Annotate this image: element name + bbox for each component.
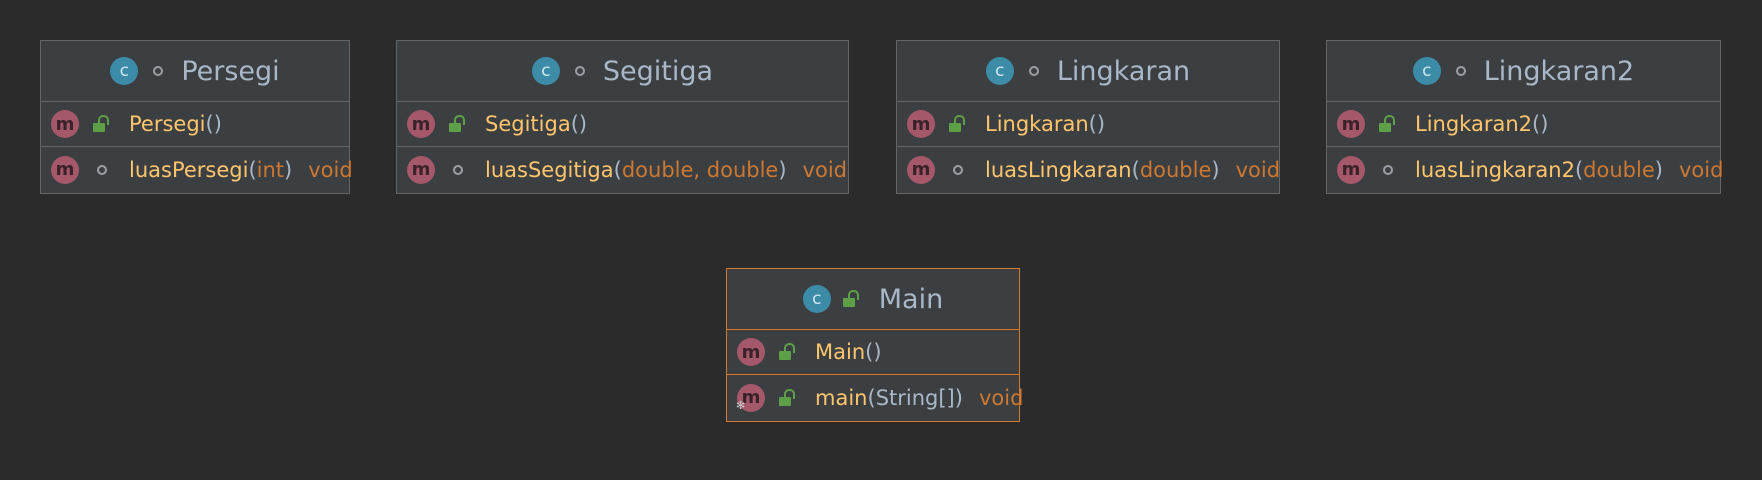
method-params: double bbox=[1139, 157, 1212, 182]
class-box-main[interactable]: c Main m Main() m ✻ main(String[])void bbox=[726, 268, 1023, 422]
package-private-icon bbox=[1028, 66, 1039, 76]
paren-open: ( bbox=[1131, 157, 1140, 182]
method-row[interactable]: m luasPersegi(int) void bbox=[41, 147, 353, 192]
class-name: Main bbox=[878, 283, 944, 315]
return-type: void bbox=[1678, 157, 1724, 182]
return-type: void bbox=[308, 157, 353, 182]
class-header: c Main bbox=[727, 269, 1019, 330]
method-params: String[] bbox=[875, 385, 955, 410]
class-icon: c bbox=[802, 285, 831, 313]
paren-open: ( bbox=[570, 112, 579, 136]
paren-close: ) bbox=[578, 112, 588, 136]
method-params: double, double bbox=[621, 157, 779, 182]
method-icon: m bbox=[737, 338, 765, 366]
method-icon: m bbox=[407, 110, 435, 138]
public-lock-icon bbox=[93, 115, 111, 133]
public-lock-icon bbox=[842, 290, 861, 308]
method-icon: m bbox=[407, 155, 435, 184]
method-icon: m bbox=[1337, 110, 1365, 138]
package-private-icon bbox=[153, 66, 164, 76]
public-lock-icon bbox=[779, 388, 797, 407]
paren-open: ( bbox=[1532, 112, 1541, 136]
method-row[interactable]: m Persegi() bbox=[41, 102, 349, 147]
paren-open: ( bbox=[865, 340, 874, 364]
method-icon: m bbox=[907, 110, 935, 138]
class-name: Segitiga bbox=[602, 55, 714, 87]
static-pin-icon: ✻ bbox=[736, 399, 746, 412]
method-name: Lingkaran2 bbox=[1415, 112, 1533, 136]
paren-close: ) bbox=[1096, 112, 1106, 136]
return-type: void bbox=[978, 385, 1024, 410]
class-name: Lingkaran2 bbox=[1483, 55, 1635, 87]
method-params: double bbox=[1583, 157, 1655, 182]
paren-close: ) bbox=[1540, 112, 1549, 136]
method-icon: m bbox=[737, 383, 765, 412]
method-name: luasSegitiga bbox=[485, 157, 614, 182]
class-header: c Lingkaran bbox=[897, 41, 1279, 102]
method-name: main bbox=[815, 385, 868, 410]
class-icon: c bbox=[1412, 57, 1441, 85]
public-lock-icon bbox=[949, 115, 967, 133]
class-name: Persegi bbox=[181, 55, 280, 87]
paren-close: ) bbox=[284, 157, 293, 182]
paren-close: ) bbox=[1654, 157, 1663, 182]
paren-open: ( bbox=[1088, 112, 1097, 136]
package-private-icon bbox=[1383, 164, 1393, 175]
paren-close: ) bbox=[873, 340, 882, 364]
method-name: Main bbox=[815, 340, 866, 364]
class-box-segitiga[interactable]: c Segitiga m Segitiga() m luasSegitiga(d… bbox=[396, 40, 849, 194]
return-type: void bbox=[1235, 157, 1281, 182]
method-row[interactable]: m ✻ main(String[]) void bbox=[727, 375, 1023, 420]
method-row[interactable]: m Segitiga() bbox=[397, 102, 848, 147]
class-icon: c bbox=[531, 57, 560, 85]
package-private-icon bbox=[97, 164, 107, 175]
public-lock-icon bbox=[1379, 115, 1397, 133]
method-name: Segitiga bbox=[485, 112, 571, 136]
package-private-icon bbox=[453, 164, 463, 175]
method-params: int bbox=[256, 157, 285, 182]
method-name: Lingkaran bbox=[985, 112, 1089, 136]
public-lock-icon bbox=[449, 115, 467, 133]
return-type: void bbox=[802, 157, 847, 182]
method-row[interactable]: m Main() bbox=[727, 330, 1019, 375]
method-icon: m bbox=[1337, 155, 1365, 184]
method-name: luasLingkaran bbox=[985, 157, 1132, 182]
class-name: Lingkaran bbox=[1056, 55, 1191, 87]
class-icon: c bbox=[110, 57, 139, 85]
paren-close: ) bbox=[1211, 157, 1220, 182]
method-name: luasLingkaran2 bbox=[1415, 157, 1575, 182]
package-private-icon bbox=[1455, 66, 1466, 76]
class-box-lingkaran[interactable]: c Lingkaran m Lingkaran() m luasLingkara… bbox=[896, 40, 1280, 194]
paren-open: ( bbox=[613, 157, 622, 182]
method-row[interactable]: m luasLingkaran2(double) void bbox=[1327, 147, 1724, 192]
paren-open: ( bbox=[867, 385, 876, 410]
method-row[interactable]: m luasSegitiga(double, double) void bbox=[397, 147, 848, 192]
paren-open: ( bbox=[205, 112, 214, 136]
method-name: Persegi bbox=[129, 112, 206, 136]
paren-close: ) bbox=[778, 157, 787, 182]
method-name: luasPersegi bbox=[129, 157, 249, 182]
method-row[interactable]: m Lingkaran() bbox=[897, 102, 1279, 147]
method-icon: m bbox=[51, 110, 79, 138]
paren-close: ) bbox=[213, 112, 222, 136]
method-row[interactable]: m luasLingkaran(double) void bbox=[897, 147, 1281, 192]
class-box-lingkaran2[interactable]: c Lingkaran2 m Lingkaran2() m luasLingka… bbox=[1326, 40, 1724, 194]
class-header: c Segitiga bbox=[397, 41, 848, 102]
class-box-persegi[interactable]: c Persegi m Persegi() m luasPersegi(int)… bbox=[40, 40, 353, 194]
class-header: c Persegi bbox=[41, 41, 349, 102]
paren-open: ( bbox=[248, 157, 257, 182]
public-lock-icon bbox=[779, 343, 797, 361]
method-icon: m bbox=[51, 155, 79, 184]
paren-open: ( bbox=[1574, 157, 1584, 182]
paren-close: ) bbox=[954, 385, 963, 410]
method-row[interactable]: m Lingkaran2() bbox=[1327, 102, 1720, 147]
package-private-icon bbox=[574, 66, 585, 76]
method-icon: m bbox=[907, 155, 935, 184]
package-private-icon bbox=[953, 164, 963, 175]
class-header: c Lingkaran2 bbox=[1327, 41, 1720, 102]
class-icon: c bbox=[985, 57, 1014, 85]
